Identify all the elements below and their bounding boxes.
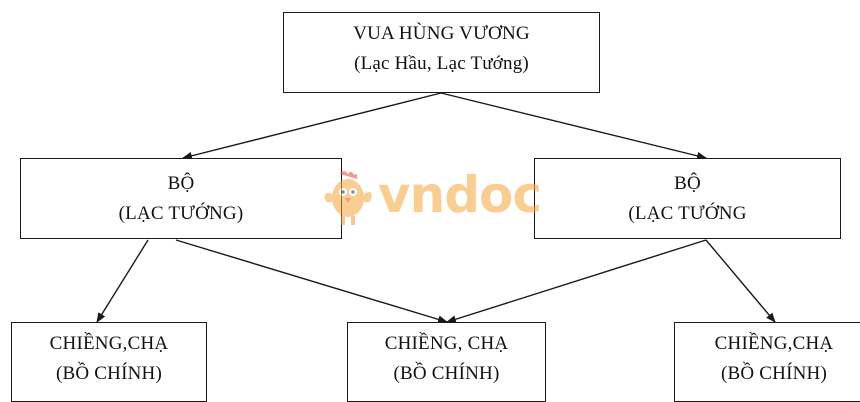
- arrow-top-to-mid-left: [182, 92, 442, 160]
- watermark-text: vndoc: [378, 166, 542, 224]
- arrow-mid-left-to-bottom-mid: [175, 239, 448, 324]
- node-title: BỘ: [167, 173, 195, 194]
- node-subtitle: (BỒ CHÍNH): [393, 363, 500, 384]
- node-vua-hung-vuong: VUA HÙNG VƯƠNG (Lạc Hầu, Lạc Tướng): [283, 12, 600, 93]
- node-bo-left: BỘ (LẠC TƯỚNG): [20, 158, 342, 239]
- connector-lines: [96, 92, 776, 324]
- node-subtitle: (Lạc Hầu, Lạc Tướng): [354, 53, 529, 74]
- arrow-mid-right-to-bottom-mid: [446, 239, 707, 324]
- node-title: CHIỀNG, CHẠ: [384, 333, 509, 354]
- node-subtitle: (LẠC TƯỚNG): [118, 203, 244, 224]
- node-bo-right: BỘ (LẠC TƯỚNG: [534, 158, 841, 239]
- node-chieng-cha-right: CHIỀNG,CHẠ (BỒ CHÍNH): [674, 322, 860, 402]
- hierarchy-diagram: VUA HÙNG VƯƠNG (Lạc Hầu, Lạc Tướng) BỘ (…: [11, 12, 860, 402]
- arrow-top-to-mid-right: [440, 92, 707, 160]
- node-subtitle: (LẠC TƯỚNG: [628, 203, 747, 224]
- node-title: CHIỀNG,CHẠ: [49, 333, 169, 354]
- arrow-mid-left-to-bottom-left: [96, 239, 149, 323]
- node-chieng-cha-left: CHIỀNG,CHẠ (BỒ CHÍNH): [11, 322, 207, 402]
- arrow-mid-right-to-bottom-right: [705, 239, 776, 323]
- node-title: BỘ: [674, 173, 701, 194]
- node-title: CHIỀNG,CHẠ: [714, 333, 834, 354]
- vndoc-watermark: vndoc: [320, 166, 555, 228]
- rooster-mascot-icon: [324, 171, 372, 225]
- node-subtitle: (BỒ CHÍNH): [56, 363, 162, 384]
- node-chieng-cha-middle: CHIỀNG, CHẠ (BỒ CHÍNH): [347, 322, 546, 402]
- node-subtitle: (BỒ CHÍNH): [721, 363, 827, 384]
- node-title: VUA HÙNG VƯƠNG: [353, 23, 530, 44]
